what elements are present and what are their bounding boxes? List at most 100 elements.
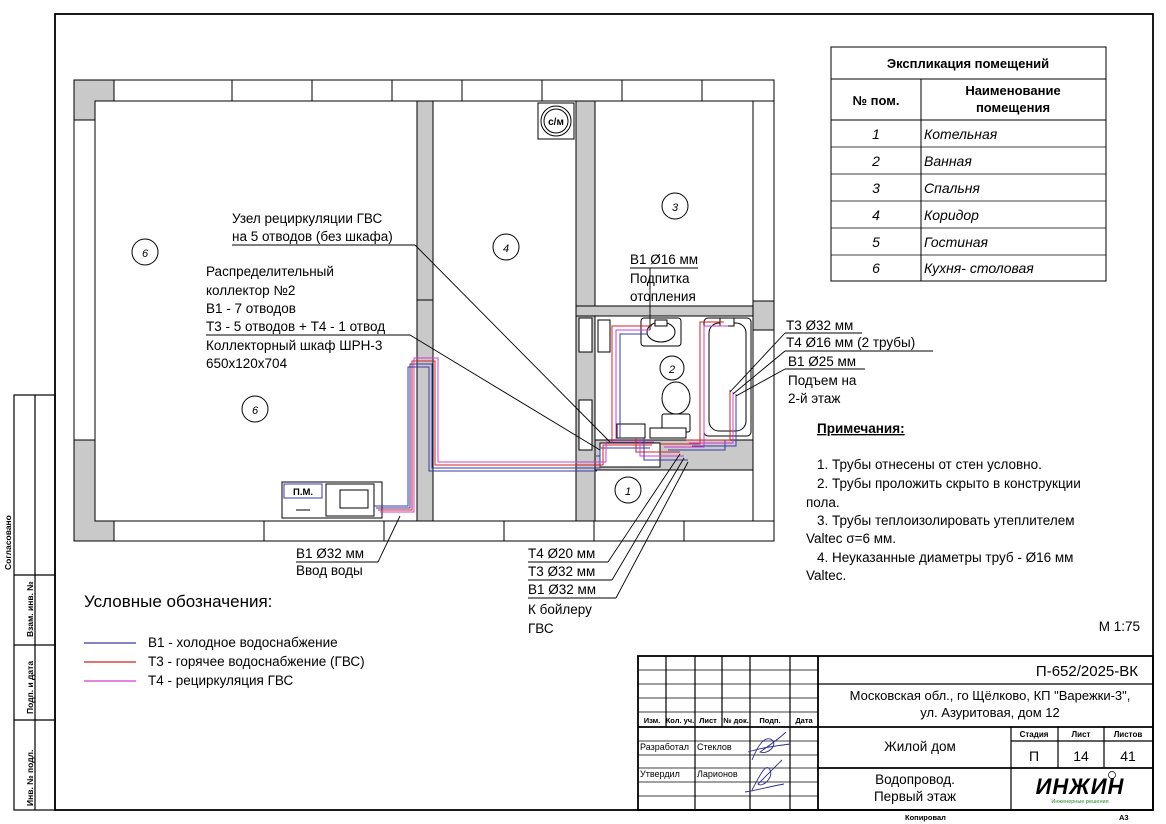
stamp-hdr-5: Подп. bbox=[759, 716, 780, 725]
note-3b: Valtec σ=6 мм. bbox=[806, 531, 896, 546]
sheet-label: Лист bbox=[1072, 730, 1091, 739]
room-marker-1: 1 bbox=[614, 476, 642, 504]
side-stamp-inv: Инв. № подл. bbox=[25, 750, 35, 806]
riser-label-5: 2-й этаж bbox=[788, 391, 840, 406]
legend-label-t4: Т4 - рециркуляция ГВС bbox=[148, 673, 293, 688]
dishwasher-label: П.М. bbox=[293, 487, 313, 498]
pipe-b1-main bbox=[376, 363, 650, 509]
explication-col-name-1: Наименование bbox=[965, 83, 1060, 98]
feed-label-2: Подпитка bbox=[630, 271, 690, 286]
svg-text:3: 3 bbox=[672, 202, 679, 214]
bath-door bbox=[578, 317, 593, 353]
washing-machine-label: с/м bbox=[548, 117, 564, 128]
svg-text:2: 2 bbox=[668, 364, 675, 376]
legend-label-t3: Т3 - горячее водоснабжение (ГВС) bbox=[148, 654, 365, 669]
pipe-t3-main bbox=[378, 360, 652, 511]
side-stamp-sign-date: Подп. и дата bbox=[25, 661, 35, 714]
developed-label: Разработал bbox=[640, 742, 689, 752]
explication-title: Экспликация помещений bbox=[887, 56, 1049, 71]
riser-label-4: Подъем на bbox=[788, 373, 857, 388]
exp-row-6-name: Кухня- столовая bbox=[924, 260, 1034, 276]
signature-2 bbox=[744, 759, 785, 793]
title-1: Водопровод. bbox=[875, 772, 955, 787]
note-2b: пола. bbox=[806, 495, 840, 510]
boiler-label-4: К бойлеру bbox=[528, 602, 592, 617]
note-3a: 3. Трубы теплоизолировать утеплителем bbox=[817, 513, 1075, 528]
svg-text:1: 1 bbox=[625, 486, 631, 498]
title-2: Первый этаж bbox=[874, 789, 956, 804]
explication-table: Экспликация помещений № пом. Наименовани… bbox=[830, 46, 1107, 282]
pipe-riser bbox=[686, 390, 731, 441]
exp-row-3-num: 3 bbox=[872, 180, 880, 196]
title-block-text: Изм. Кол. уч. Лист № док. Подп. Дата Раз… bbox=[640, 663, 1142, 822]
stamp-hdr-3: Лист bbox=[699, 716, 717, 725]
pipe-bath-t4 bbox=[615, 329, 650, 440]
exp-row-1-num: 1 bbox=[872, 126, 880, 142]
notes-title: Примечания: bbox=[817, 421, 905, 436]
inlet-label-1: В1 Ø32 мм bbox=[296, 546, 364, 561]
collector-label-6: 650х120х704 bbox=[206, 356, 288, 371]
room-marker-2: 2 bbox=[659, 355, 685, 381]
exp-row-5-num: 5 bbox=[872, 234, 880, 250]
side-stamp-replace: Взам. инв. № bbox=[25, 581, 35, 637]
approved-name: Ларионов bbox=[697, 769, 738, 779]
legend-title: Условные обозначения: bbox=[84, 592, 272, 611]
approved-label: Утвердил bbox=[640, 769, 680, 779]
exp-row-5-name: Гостиная bbox=[924, 234, 989, 250]
notes: Примечания: 1. Трубы отнесены от стен ус… bbox=[806, 421, 1140, 634]
svg-text:4: 4 bbox=[503, 243, 509, 255]
room-1-door bbox=[599, 442, 661, 468]
svg-text:6: 6 bbox=[142, 248, 149, 260]
partition-wall bbox=[416, 100, 434, 301]
address-2: ул. Азуритовая, дом 12 bbox=[920, 705, 1059, 720]
exp-row-4-num: 4 bbox=[872, 207, 880, 223]
bathtub-icon bbox=[703, 317, 752, 437]
stamp-hdr-6: Дата bbox=[795, 716, 813, 725]
pipe-bath-t3 bbox=[611, 325, 652, 442]
stage-label: Стадия bbox=[1020, 730, 1049, 739]
wall-4-3 bbox=[575, 100, 596, 307]
room-6 bbox=[94, 100, 418, 522]
side-stamp bbox=[13, 394, 56, 811]
note-2a: 2. Трубы проложить скрыто в конструкции bbox=[817, 476, 1081, 491]
svg-text:6: 6 bbox=[252, 405, 259, 417]
recirc-label-2: на 5 отводов (без шкафа) bbox=[232, 229, 393, 244]
exp-row-6-num: 6 bbox=[872, 260, 880, 276]
boiler-label-2: Т3 Ø32 мм bbox=[528, 564, 595, 579]
pipe-bath-b1 bbox=[619, 333, 648, 438]
side-stamp-agreed: Согласовано bbox=[3, 515, 13, 570]
collector-label-1: Распределительный bbox=[206, 264, 334, 279]
format-label: А3 bbox=[1119, 813, 1129, 822]
collector-label-3: В1 - 7 отводов bbox=[206, 301, 296, 316]
object-name: Жилой дом bbox=[884, 739, 956, 754]
company-logo: ИНЖИН bbox=[1036, 774, 1125, 799]
scale: М 1:75 bbox=[1099, 619, 1140, 634]
legend-label-b1: В1 - холодное водоснабжение bbox=[148, 635, 338, 650]
bath-cabinet bbox=[597, 319, 611, 353]
riser-label-3: В1 Ø25 мм bbox=[788, 354, 856, 369]
company-logo-sub: Инженерные решения bbox=[1051, 799, 1108, 805]
title-block bbox=[637, 655, 1154, 811]
doc-code: П-652/2025-ВК bbox=[1036, 663, 1138, 680]
sheet-value: 14 bbox=[1073, 748, 1089, 764]
collector-box bbox=[649, 427, 687, 439]
exp-row-3-name: Спальня bbox=[924, 180, 980, 196]
pipe-boiler bbox=[635, 438, 680, 453]
feed-label-1: В1 Ø16 мм bbox=[630, 252, 698, 267]
collector-label-2: коллектор №2 bbox=[206, 283, 295, 298]
sheets-value: 41 bbox=[1120, 748, 1136, 764]
exp-row-1-name: Котельная bbox=[924, 126, 998, 142]
note-4a: 4. Неуказанные диаметры труб - Ø16 мм bbox=[817, 550, 1073, 565]
note-4b: Valtec. bbox=[806, 568, 846, 583]
collector-label-5: Коллекторный шкаф ШРН-3 bbox=[206, 338, 382, 353]
room-marker-6a: 6 bbox=[131, 238, 159, 266]
stamp-hdr-1: Изм. bbox=[644, 716, 661, 725]
legend: Условные обозначения: В1 - холодное водо… bbox=[84, 592, 365, 688]
riser-label-2: Т4 Ø16 мм (2 трубы) bbox=[786, 335, 915, 350]
pipes bbox=[374, 321, 737, 513]
boiler-door bbox=[578, 399, 593, 451]
inlet-label-2: Ввод воды bbox=[296, 563, 363, 578]
leader-lines bbox=[206, 244, 933, 599]
collector-label-4: Т3 - 5 отводов + Т4 - 1 отвод bbox=[206, 319, 385, 334]
